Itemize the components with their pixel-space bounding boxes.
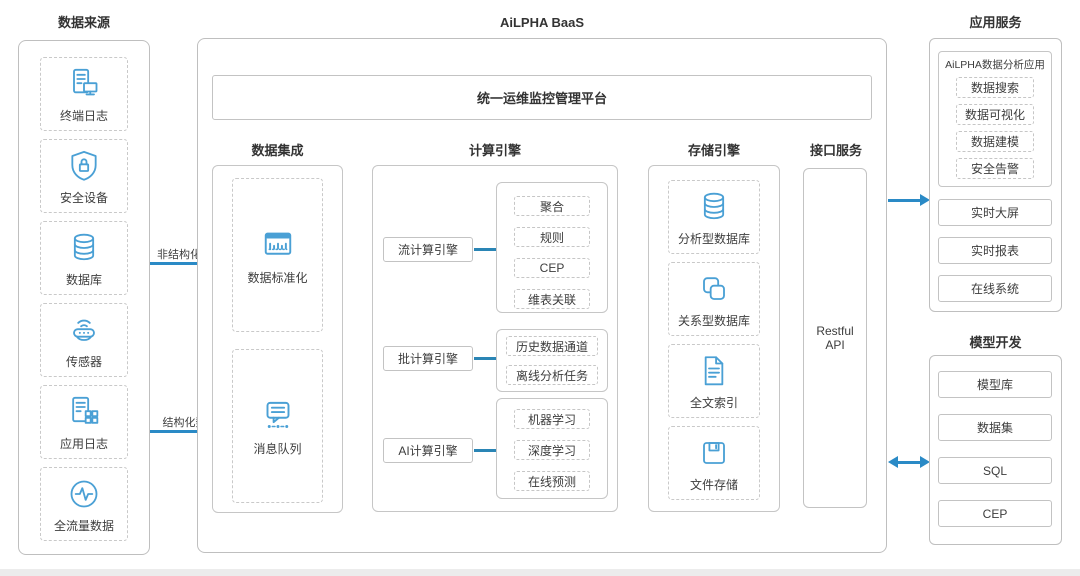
source-item-label: 终端日志 xyxy=(59,109,108,123)
source-item: 应用日志 xyxy=(40,385,128,459)
data-standardization-icon xyxy=(256,224,300,266)
model-dev-box: CEP xyxy=(938,500,1052,527)
ai-engine-connector xyxy=(474,449,496,452)
traffic-data-icon xyxy=(64,474,104,514)
source-item-label: 数据库 xyxy=(65,273,102,287)
ops-platform-bar: 统一运维监控管理平台 xyxy=(212,75,872,120)
model-dev-box: 模型库 xyxy=(938,371,1052,398)
integration-item: 数据标准化 xyxy=(232,178,323,332)
stream-capability: CEP xyxy=(514,258,590,278)
batch-engine-connector xyxy=(474,357,496,360)
storage-item-label: 全文索引 xyxy=(689,396,738,410)
storage-item: 分析型数据库 xyxy=(668,180,760,254)
stream-capability: 规则 xyxy=(514,227,590,247)
app-services-title: 应用服务 xyxy=(969,15,1022,30)
stream-capability: 维表关联 xyxy=(514,289,590,309)
ai-capability: 机器学习 xyxy=(514,409,590,429)
compute-title: 计算引擎 xyxy=(468,143,521,158)
batch-capability: 离线分析任务 xyxy=(506,365,598,385)
message-queue-icon xyxy=(256,395,300,437)
restful-api-box: Restful API xyxy=(803,168,867,508)
data-sources-title: 数据来源 xyxy=(57,15,110,30)
app-service-box: 实时大屏 xyxy=(938,199,1052,226)
file-storage-icon xyxy=(694,433,734,473)
storage-item-label: 关系型数据库 xyxy=(677,314,750,328)
app-service-box: 在线系统 xyxy=(938,275,1052,302)
batch-capability: 历史数据通道 xyxy=(506,336,598,356)
storage-title: 存储引擎 xyxy=(687,143,740,158)
storage-item-label: 分析型数据库 xyxy=(677,232,750,246)
source-item: 数据库 xyxy=(40,221,128,295)
fulltext-index-icon xyxy=(694,351,734,391)
security-device-icon xyxy=(64,146,104,186)
integration-item-label: 消息队列 xyxy=(253,442,302,456)
storage-item: 全文索引 xyxy=(668,344,760,418)
terminal-log-icon xyxy=(64,64,104,104)
source-item-label: 全流量数据 xyxy=(53,519,114,533)
analysis-app-item: 安全告警 xyxy=(956,158,1034,179)
baas-to-apps-arrow xyxy=(888,194,930,206)
ai-engine-box: AI计算引擎 xyxy=(383,438,473,463)
model-dev-box: 数据集 xyxy=(938,414,1052,441)
storage-item: 文件存储 xyxy=(668,426,760,500)
relational-database-icon xyxy=(694,269,734,309)
app-service-box: 实时报表 xyxy=(938,237,1052,264)
source-item: 安全设备 xyxy=(40,139,128,213)
stream-capability: 聚合 xyxy=(514,196,590,216)
ai-capability: 深度学习 xyxy=(514,440,590,460)
storage-item-label: 文件存储 xyxy=(689,478,738,492)
ai-capability: 在线预测 xyxy=(514,471,590,491)
baas-modeldev-arrow xyxy=(888,456,930,468)
baas-title: AiLPHA BaaS xyxy=(499,15,585,30)
stream-engine-box: 流计算引擎 xyxy=(383,237,473,262)
integration-title: 数据集成 xyxy=(251,143,304,158)
source-item-label: 应用日志 xyxy=(59,437,108,451)
source-item: 终端日志 xyxy=(40,57,128,131)
source-item-label: 安全设备 xyxy=(59,191,108,205)
storage-item: 关系型数据库 xyxy=(668,262,760,336)
app-log-icon xyxy=(64,392,104,432)
database-icon xyxy=(64,228,104,268)
source-item-label: 传感器 xyxy=(65,355,102,369)
integration-item: 消息队列 xyxy=(232,349,323,503)
analysis-app-item: 数据建模 xyxy=(956,131,1034,152)
batch-engine-box: 批计算引擎 xyxy=(383,346,473,371)
sensor-icon xyxy=(64,310,104,350)
model-dev-box: SQL xyxy=(938,457,1052,484)
stream-engine-connector xyxy=(474,248,496,251)
integration-item-label: 数据标准化 xyxy=(247,271,308,285)
analysis-app-item: 数据搜索 xyxy=(956,77,1034,98)
analytical-database-icon xyxy=(694,187,734,227)
source-item: 传感器 xyxy=(40,303,128,377)
analysis-app-title: AiLPHA数据分析应用 xyxy=(945,59,1045,71)
source-item: 全流量数据 xyxy=(40,467,128,541)
analysis-app-item: 数据可视化 xyxy=(956,104,1034,125)
api-service-title: 接口服务 xyxy=(809,143,862,158)
image-bottom-border xyxy=(0,569,1080,576)
model-dev-title: 模型开发 xyxy=(969,335,1022,350)
